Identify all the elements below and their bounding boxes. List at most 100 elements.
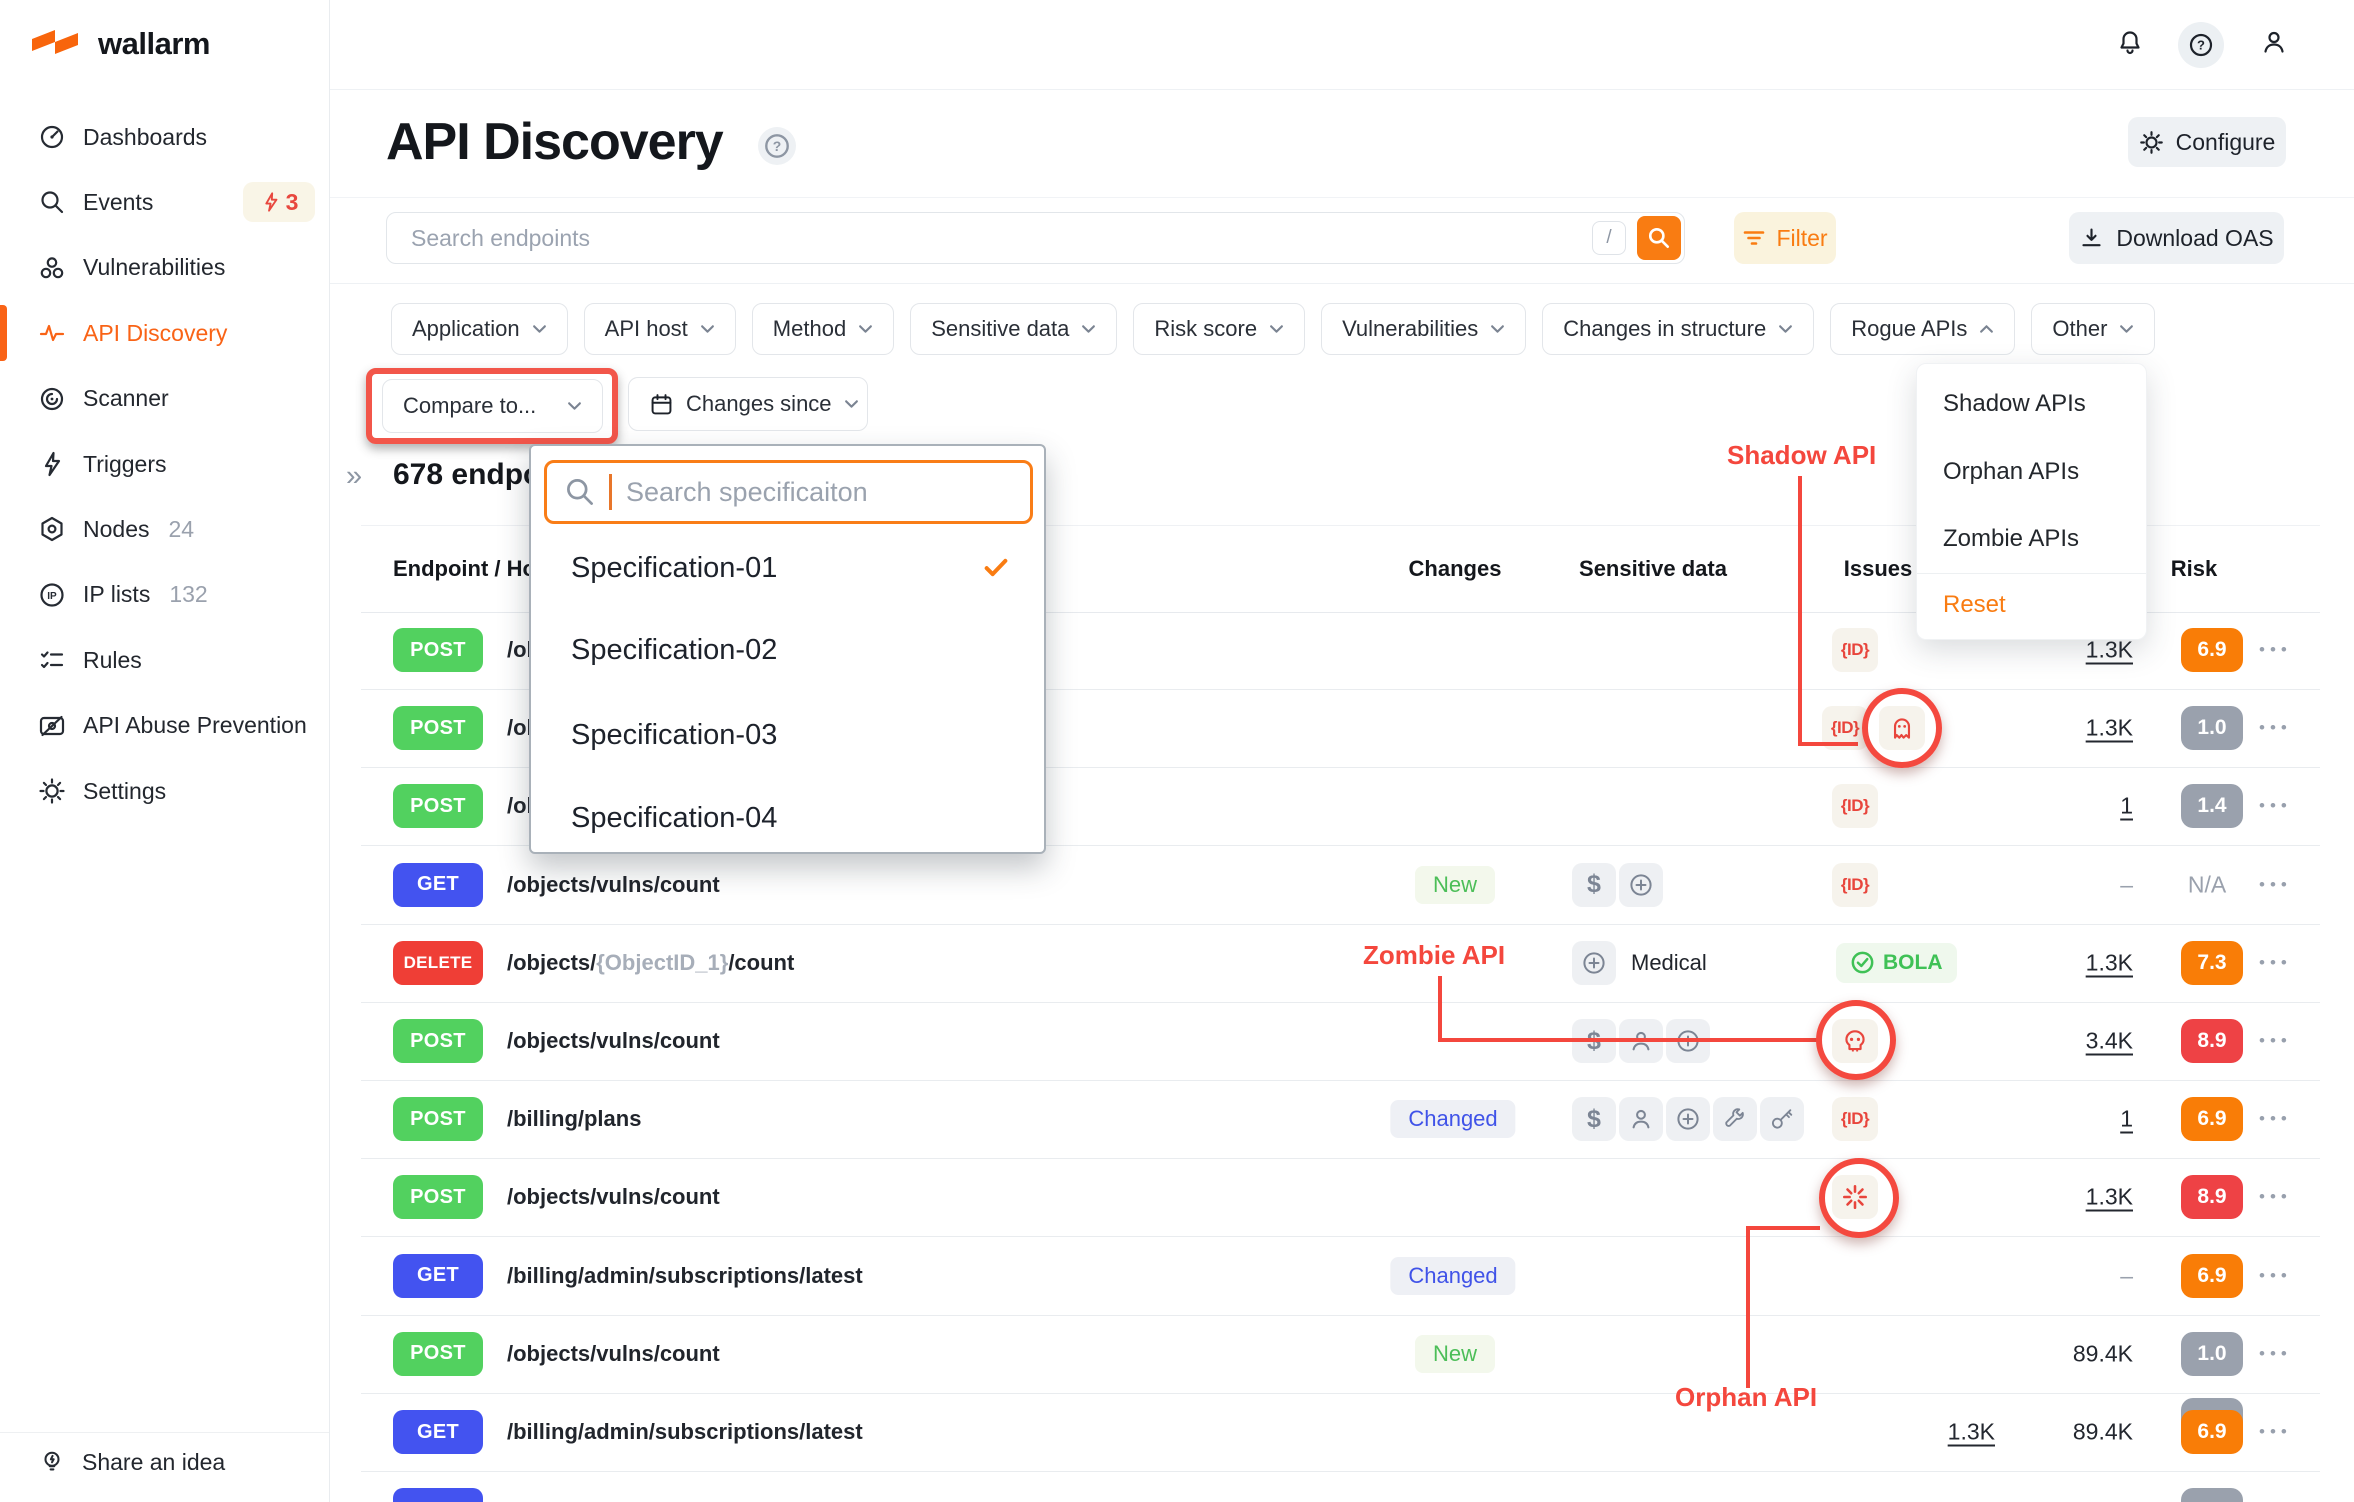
hits-count[interactable]: 1.3K (1947, 1418, 1995, 1445)
hits-count[interactable]: 1.3K (2085, 1183, 2133, 1210)
chevron-down-icon (567, 401, 582, 411)
vulnerabilities-icon (38, 254, 66, 282)
sidebar-item-api-discovery[interactable]: API Discovery (0, 300, 329, 366)
share-an-idea-label: Share an idea (82, 1448, 226, 1475)
hits-count[interactable]: 1 (2120, 792, 2133, 819)
col-changes: Changes (1408, 556, 1502, 581)
sidebar-item-rules[interactable]: Rules (0, 627, 329, 693)
endpoint-path[interactable]: /objects/{ObjectID_1}/count (507, 950, 794, 976)
rogue-menu-item-shadow-apis[interactable]: Shadow APIs (1943, 390, 2086, 417)
sidebar-item-scanner[interactable]: Scanner (0, 366, 329, 432)
medical-icon[interactable] (1666, 1097, 1710, 1142)
hits-count[interactable]: 1.3K (2085, 636, 2133, 663)
bola-issue-badge[interactable]: BOLA (1836, 942, 1957, 983)
filter-chip-label: Risk score (1154, 316, 1258, 341)
endpoint-path[interactable]: /objects/vulns/count (507, 1028, 720, 1053)
sidebar-item-api-abuse-prevention[interactable]: API Abuse Prevention (0, 693, 329, 759)
row-menu-button[interactable]: ••• (2259, 1343, 2292, 1363)
filter-chip-vulnerabilities[interactable]: Vulnerabilities (1321, 303, 1527, 355)
configure-button[interactable]: Configure (2128, 117, 2286, 167)
user-icon[interactable] (2260, 28, 2294, 62)
filter-chip-changes-in-structure[interactable]: Changes in structure (1542, 303, 1815, 355)
row-menu-button[interactable]: ••• (2259, 874, 2292, 894)
filter-chip-method[interactable]: Method (751, 303, 895, 355)
endpoint-path[interactable]: /objects/vulns/count (507, 1340, 720, 1366)
bell-icon[interactable] (2116, 28, 2150, 62)
specification-search-input[interactable]: Search specificaiton (544, 460, 1033, 524)
orphan-api-annotation: Orphan API (1675, 1382, 1818, 1412)
title-help-icon[interactable]: ? (758, 127, 796, 165)
zombie-api-annotation: Zombie API (1363, 940, 1506, 970)
row-menu-button[interactable]: ••• (2259, 1109, 2292, 1129)
sidebar-item-settings[interactable]: Settings (0, 758, 329, 824)
spec-menu-item-specification-02[interactable]: Specification-02 (571, 634, 778, 666)
filter-chip-other[interactable]: Other (2031, 303, 2156, 355)
dollar-icon[interactable]: $ (1572, 1097, 1616, 1142)
filter-chip-risk-score[interactable]: Risk score (1133, 303, 1306, 355)
search-input[interactable]: Search endpoints / (386, 212, 1685, 264)
id-parameter-icon[interactable]: {ID} (1832, 628, 1878, 672)
dashboards-icon (38, 123, 66, 151)
share-an-idea-button[interactable]: Share an idea (38, 1448, 225, 1476)
shadow-api-annotation: Shadow API (1727, 440, 1877, 470)
spec-menu-item-specification-03[interactable]: Specification-03 (571, 719, 778, 751)
id-parameter-icon[interactable]: {ID} (1832, 1097, 1878, 1142)
filter-chip-application[interactable]: Application (391, 303, 568, 355)
row-menu-button[interactable]: ••• (2259, 796, 2292, 816)
filter-chip-sensitive-data[interactable]: Sensitive data (910, 303, 1118, 355)
hits-count[interactable]: 1.3K (2085, 714, 2133, 741)
endpoint-path[interactable]: /objects/vulns/count (507, 1184, 720, 1210)
collapse-panel-icon[interactable]: » (346, 460, 363, 492)
id-parameter-icon[interactable]: {ID} (1832, 784, 1878, 829)
medical-icon[interactable] (1572, 940, 1616, 985)
sidebar-item-triggers[interactable]: Triggers (0, 431, 329, 497)
col-sensitive-data: Sensitive data (1579, 556, 1727, 581)
endpoint-path[interactable]: /objects/vulns/count (507, 871, 720, 897)
wallarm-logo[interactable]: wallarm (30, 26, 210, 62)
row-menu-button[interactable]: ••• (2259, 1422, 2292, 1441)
endpoint-path[interactable]: /billing/plans (507, 1106, 642, 1132)
hits-count[interactable]: 1 (2120, 1105, 2133, 1132)
endpoint-path[interactable]: /billing/admin/subscriptions/latest (507, 1262, 863, 1288)
spec-menu-item-specification-04[interactable]: Specification-04 (571, 802, 778, 834)
row-menu-button[interactable]: ••• (2259, 952, 2292, 972)
id-parameter-icon[interactable]: {ID} (1832, 862, 1878, 907)
row-menu-button[interactable]: ••• (2259, 1265, 2292, 1285)
help-icon[interactable]: ? (2178, 22, 2224, 68)
active-nav-indicator (0, 305, 7, 361)
medical-icon[interactable] (1619, 862, 1663, 907)
rogue-menu-item-orphan-apis[interactable]: Orphan APIs (1943, 458, 2080, 485)
download-oas-button[interactable]: Download OAS (2069, 212, 2284, 264)
hits-count[interactable]: 3.4K (2085, 1027, 2133, 1054)
spec-menu-item-specification-01[interactable]: Specification-01 (571, 552, 778, 584)
row-menu-button[interactable]: ••• (2259, 718, 2292, 738)
hits-count: – (2120, 1262, 2133, 1289)
compare-to-chip[interactable]: Compare to... (382, 379, 603, 433)
row-menu-button[interactable]: ••• (2259, 640, 2292, 659)
search-button[interactable] (1637, 216, 1681, 260)
endpoint-path[interactable]: /billing/admin/subscriptions/latest (507, 1419, 863, 1444)
row-menu-button[interactable]: ••• (2259, 1031, 2292, 1050)
key-icon[interactable] (1760, 1097, 1804, 1142)
filter-button[interactable]: Filter (1734, 212, 1836, 264)
filter-chip-api-host[interactable]: API host (583, 303, 736, 355)
rogue-menu-item-zombie-apis[interactable]: Zombie APIs (1943, 525, 2080, 552)
table-row: POST/objects/vulns/count$3.4K8.9••• (361, 1002, 2320, 1081)
dollar-icon[interactable]: $ (1572, 862, 1616, 907)
wrench-icon[interactable] (1713, 1097, 1757, 1142)
person-icon[interactable] (1619, 1097, 1663, 1142)
hits-count[interactable]: 1.3K (2085, 949, 2133, 976)
row-menu-button[interactable]: ••• (2259, 1187, 2292, 1207)
sidebar-item-dashboards[interactable]: Dashboards (0, 104, 329, 170)
rogue-apis-reset[interactable]: Reset (1943, 591, 2006, 618)
sidebar-item-vulnerabilities[interactable]: Vulnerabilities (0, 235, 329, 301)
changes-since-chip[interactable]: Changes since (628, 377, 868, 431)
risk-score-na: N/A (2187, 871, 2227, 898)
filter-chip-rogue-apis[interactable]: Rogue APIs (1830, 303, 2016, 355)
sidebar-item-label: Triggers (83, 450, 167, 477)
